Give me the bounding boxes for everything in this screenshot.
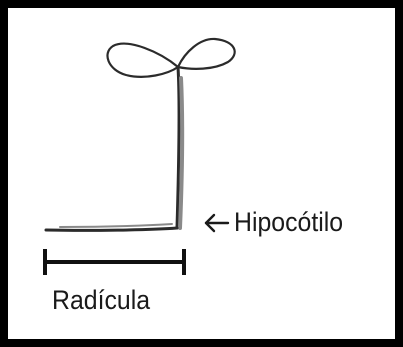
seedling-illustration	[46, 39, 235, 230]
hypocotyl-label: Hipocótilo	[234, 205, 343, 239]
radicle-root	[46, 228, 177, 230]
hypocotyl-stem	[177, 67, 179, 228]
radicle-label: Radícula	[52, 283, 150, 317]
hypocotyl-stem-shade	[180, 78, 182, 228]
left-cotyledon	[107, 44, 178, 77]
right-cotyledon	[178, 39, 235, 69]
radicle-bracket	[45, 249, 184, 275]
radicle-root-shade	[60, 224, 172, 227]
left-arrow-icon	[206, 215, 228, 231]
